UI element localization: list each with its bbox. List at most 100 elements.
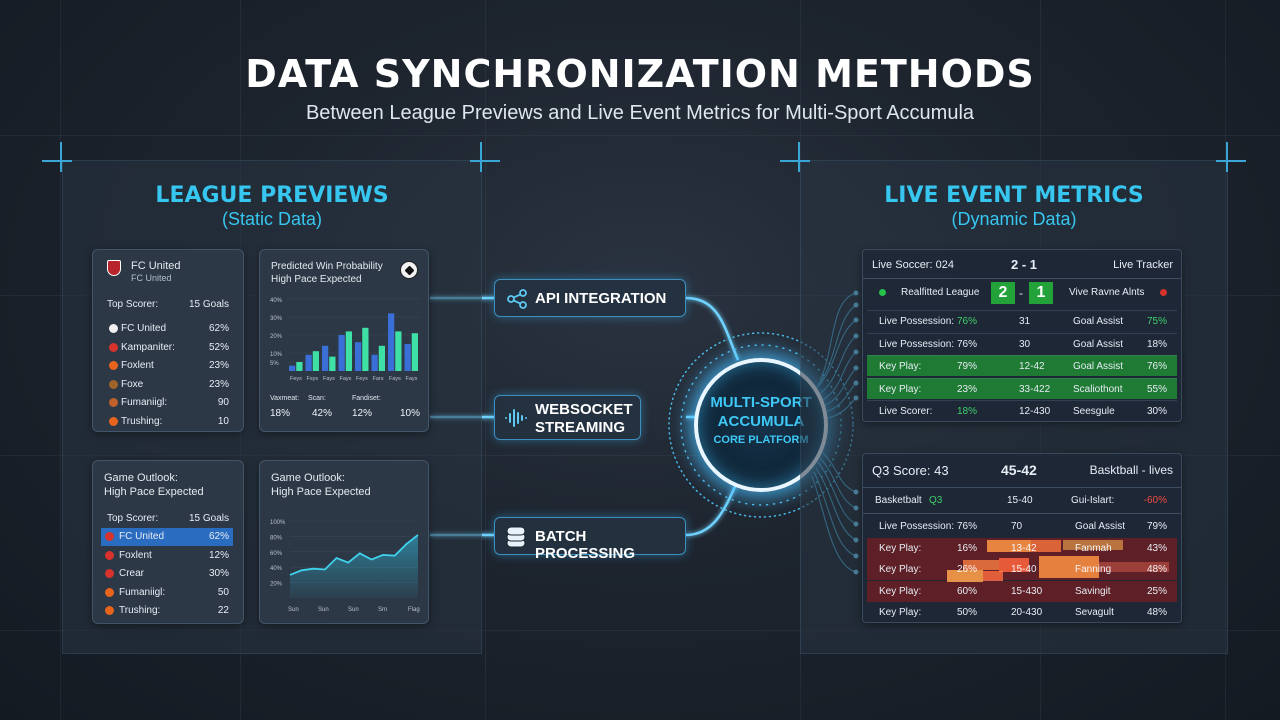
y-tick-label: 40% [270, 298, 283, 304]
table-cell: Key Play: [879, 607, 922, 618]
bar[interactable] [388, 313, 395, 371]
footer-value: 42% [312, 408, 332, 419]
x-tick-label: Fars [373, 376, 384, 382]
table-cell: 18% [1146, 338, 1167, 350]
live-soccer-panel[interactable]: Live Soccer: 024 2 - 1 Live Tracker Real… [862, 249, 1182, 422]
list-item-value: 30% [208, 568, 229, 579]
list-item-value: 22 [217, 605, 229, 616]
footer-value: 18% [270, 408, 290, 419]
bar[interactable] [338, 335, 345, 371]
table-cell: Key Play: [879, 564, 922, 575]
table-cell: 23% [957, 383, 978, 395]
websocket-label-line1: WEBSOCKET [535, 401, 633, 418]
basketball-range: 15-40 [1007, 495, 1033, 506]
x-tick-label: Srn [378, 607, 387, 613]
team-name: FC United [131, 260, 181, 272]
footer-label: Fandiset: [352, 395, 381, 402]
bar[interactable] [305, 354, 312, 371]
basketball-tracker-label: Basktball - lives [1089, 463, 1173, 477]
game-outlook-card[interactable]: Game Outlook: High Pace Expected Top Sco… [92, 460, 244, 624]
live-soccer-score: 2 - 1 [1011, 257, 1038, 272]
list-item-label: Trushing: [121, 415, 163, 427]
live-basketball-panel[interactable]: Q3 Score: 43 45-42 Basktball - lives Bas… [862, 453, 1182, 623]
team-crest-icon [105, 550, 114, 560]
y-tick-label: 20% [270, 582, 283, 588]
bar[interactable] [345, 331, 352, 371]
basketball-icon [105, 606, 114, 615]
api-integration-method[interactable]: API INTEGRATION [494, 279, 686, 317]
soccer-ball-icon [400, 261, 418, 279]
team-stats-card[interactable]: FC United FC United Top Scorer: 15 Goals… [92, 249, 244, 432]
table-cell: 20-430 [1011, 607, 1043, 618]
team-subname: FC United [131, 273, 172, 283]
table-cell: Key Play: [879, 542, 922, 554]
list-item[interactable]: Trushing:10 [109, 413, 233, 431]
bar[interactable] [395, 331, 402, 371]
batch-processing-method[interactable]: BATCH PROCESSING [494, 517, 686, 562]
basketball-icon [109, 416, 118, 426]
list-item[interactable]: Trushing:22 [101, 602, 233, 620]
table-cell: Goal Assist [1075, 521, 1126, 532]
bar[interactable] [312, 351, 319, 371]
y-tick-label: 30% [270, 316, 283, 322]
page-subtitle: Between League Previews and Live Event M… [305, 102, 975, 124]
bar[interactable] [378, 345, 385, 371]
table-cell: 31 [1019, 316, 1031, 327]
table-cell: 18% [957, 406, 978, 417]
score-home: 2 [991, 282, 1015, 304]
bar[interactable] [404, 344, 411, 371]
api-integration-label: API INTEGRATION [535, 290, 667, 307]
table-cell: 30% [1146, 406, 1167, 417]
bar[interactable] [329, 356, 336, 371]
websocket-streaming-method[interactable]: WEBSOCKET STREAMING [494, 395, 641, 440]
football-icon [109, 379, 118, 389]
top-scorer-label: Top Scorer: [107, 299, 159, 310]
list-item-label: Fumaniigl: [121, 397, 168, 408]
bar[interactable] [322, 345, 329, 371]
bar[interactable] [411, 333, 418, 371]
win-probability-card[interactable]: Predicted Win Probability High Pace Expe… [259, 249, 429, 432]
game-outlook-trend-card[interactable]: Game Outlook: High Pace Expected 100%80%… [259, 460, 429, 624]
table-cell: 79% [957, 361, 978, 372]
bar[interactable] [289, 365, 296, 371]
q3-score-title: Q3 Score: 43 [872, 463, 949, 478]
team-crest-icon [105, 569, 114, 578]
bar[interactable] [296, 362, 303, 371]
table-cell: Key Play: [879, 361, 922, 372]
x-tick-label: Feys [290, 376, 302, 382]
footer-value: 12% [352, 408, 372, 419]
list-item[interactable]: Foxlent 12% [101, 547, 233, 565]
list-item[interactable]: Fumaniigl:90 [109, 394, 233, 412]
list-item[interactable]: Fumaniigl:50 [101, 584, 233, 602]
bar[interactable] [371, 354, 378, 371]
list-item-label: Foxlent [119, 549, 152, 561]
live-status-dot [879, 289, 886, 296]
list-item-value: 12% [208, 549, 229, 561]
quarter-label: Q3 [929, 495, 943, 506]
table-cell: 76% [957, 316, 978, 327]
series-line[interactable] [289, 534, 419, 576]
bar[interactable] [362, 327, 369, 371]
table-cell: 13-42 [1011, 542, 1037, 554]
bar[interactable] [355, 342, 362, 371]
list-item[interactable]: Kampaniter:52% [109, 339, 233, 357]
table-cell: 43% [1146, 542, 1167, 554]
table-cell: Key Play: [879, 585, 922, 597]
team-crest-icon [105, 532, 114, 541]
live-soccer-title: Live Soccer: 024 [872, 259, 954, 271]
